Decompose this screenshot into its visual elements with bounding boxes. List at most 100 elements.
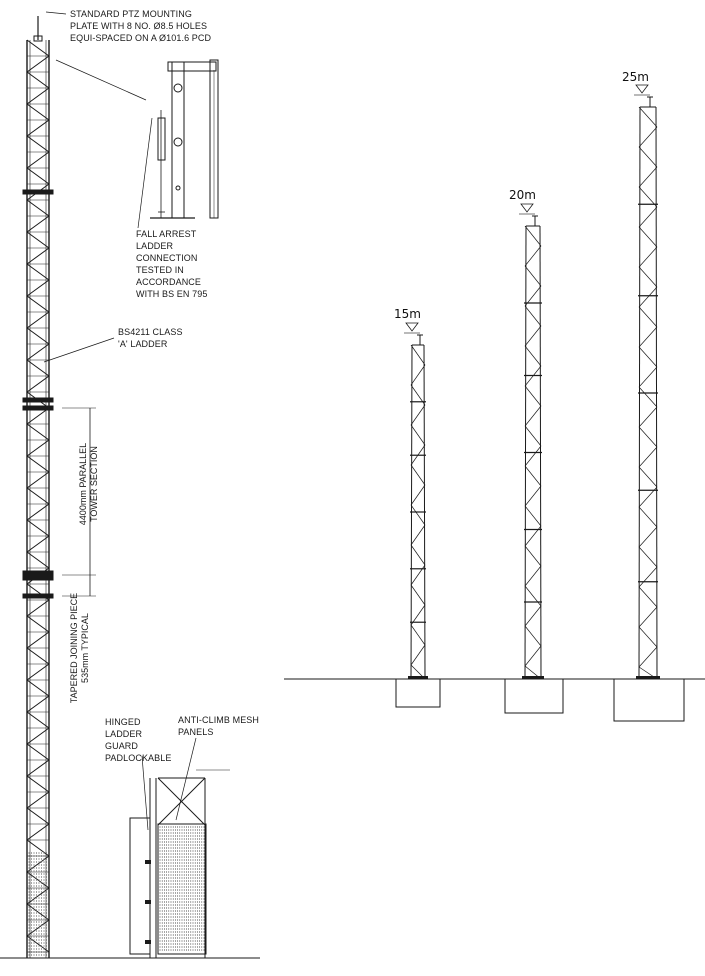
mast-brace [26,439,50,457]
bolt [173,137,183,147]
leader-line [45,11,67,15]
tower-foundation [504,678,564,714]
tower-25m [613,84,685,722]
tower-brace [524,305,542,327]
tower-brace [524,565,542,587]
tower-brace [638,106,658,128]
bolt [175,185,181,191]
tower-brace [638,606,658,628]
tower-brace [524,505,542,527]
mast-brace [26,103,50,121]
tower-brace [410,524,426,546]
tower-brace [524,345,542,367]
guard-hinge [145,940,151,944]
tower-brace [524,445,542,467]
tower-brace [638,546,658,568]
level-marker [635,84,649,94]
mast-brace [26,215,50,233]
tower-brace [524,245,542,267]
anti-climb-brace [157,777,206,826]
mast-brace [26,935,50,953]
tower-brace [410,464,426,486]
tower-brace [410,504,426,526]
tower-brace [410,484,426,506]
tower-base-plate [522,676,544,679]
mast-brace [26,455,50,473]
bolt [173,83,183,93]
mast-brace [26,55,50,73]
ladder-guard-note: HINGED LADDER GUARD PADLOCKABLE [105,717,172,763]
mast-brace [26,119,50,137]
tower-brace [638,166,658,188]
mast-brace [26,471,50,489]
tower-brace [410,364,426,386]
mast-brace [26,631,50,649]
level-marker [520,203,534,213]
tower-15m-height-label: 15m [394,307,421,321]
tower-brace [524,465,542,487]
hinged-ladder-guard [129,817,151,955]
mast-section-flange [22,189,54,195]
tower-brace [524,405,542,427]
tower-25m-height-label: 25m [622,70,649,84]
tower-brace [638,506,658,528]
tower-brace [524,485,542,507]
tower-brace [638,366,658,388]
tower-brace [524,265,542,287]
leader-line [141,755,149,831]
guard-hinge [145,900,151,904]
tower-brace [410,644,426,666]
mast-brace [26,423,50,441]
leader-line [137,117,153,229]
anti-climb-mesh-panel [157,823,207,955]
mast-brace [26,871,50,889]
mast-brace [26,679,50,697]
tower-brace [410,544,426,566]
mast-brace [26,551,50,569]
mast-brace [26,279,50,297]
mast-brace [26,647,50,665]
tapered-piece-note: TAPERED JOINING PIECE 535mm TYPICAL [69,592,90,704]
ptz-plate-note: STANDARD PTZ MOUNTING PLATE WITH 8 No. Ø… [70,9,212,43]
tower-base-plate [636,676,660,679]
tower-brace [638,626,658,648]
mast-brace [26,919,50,937]
mast-brace [26,823,50,841]
tower-brace [410,344,426,366]
mast-brace [26,743,50,761]
leader-line [175,737,197,821]
tower-brace [638,566,658,588]
mast-brace [26,759,50,777]
level-marker [405,322,419,332]
mast-section-flange [22,405,54,411]
mast-section-flange [22,575,54,581]
tower-brace [524,545,542,567]
mast-brace [26,695,50,713]
mast-brace [26,151,50,169]
main-lattice-mast [0,16,260,959]
mast-brace [26,535,50,553]
leader-line [43,337,115,363]
tower-brace [638,346,658,368]
mast-brace [26,71,50,89]
mast-brace [26,903,50,921]
tower-brace [638,646,658,668]
tower-brace [638,246,658,268]
guard-hinge [145,860,151,864]
mast-brace [26,807,50,825]
fall-arrest-device [157,117,166,161]
mast-brace [26,775,50,793]
tower-foundation [395,678,441,708]
fall-arrest-note: FALL ARREST LADDER CONNECTION TESTED IN … [136,229,208,299]
leader-line [55,59,147,101]
mast-brace [26,503,50,521]
mast-brace [26,663,50,681]
tower-brace [410,424,426,446]
mast-brace [26,711,50,729]
tower-brace [638,426,658,448]
tower-20m [504,203,564,714]
mast-brace [26,295,50,313]
tower-brace [638,126,658,148]
mast-brace [26,839,50,857]
